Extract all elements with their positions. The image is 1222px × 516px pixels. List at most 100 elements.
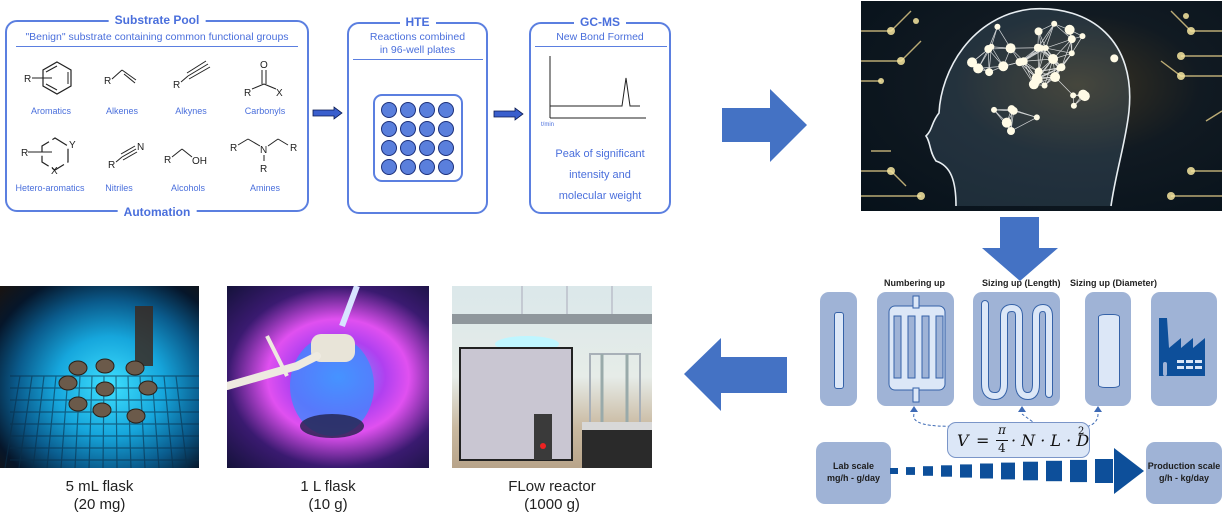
alkene-structure-icon: R [104,69,137,87]
arrow-dash [923,466,933,476]
neuron-node [1041,82,1048,89]
svg-text:R: R [260,164,267,175]
nitrile-structure-icon: R N [108,142,144,171]
factory-icon [1159,318,1205,376]
vial-cap [95,381,115,397]
gcms-subtitle: New Bond Formed [556,31,644,43]
formula-equals: = [976,431,990,450]
production-scale-title: Production scale [1147,461,1221,471]
arrow-dash [980,463,993,479]
arrow-dash [1023,461,1038,481]
caption-1l-amount: (10 g) [308,496,348,513]
neuron-node [1048,53,1059,64]
gcms-panel: GC-MS [529,15,671,214]
label-nitriles: Nitriles [105,183,133,193]
vial-cap [95,358,115,374]
wide-tube [1098,314,1120,388]
svg-text:Y: Y [69,140,76,151]
alkyne-structure-icon: R [173,60,211,91]
neuron-node [1042,45,1049,52]
chromatogram-plot [549,56,646,119]
lab-scale-rate: mg/h - g/day [826,473,880,483]
formula-fraction-bar [996,440,1008,441]
neuron-node [1057,63,1066,72]
hte-subtitle-line1: Reactions combined [369,31,466,43]
neuron-node [1015,58,1024,67]
formula-terms: · N · L · D [1011,431,1090,450]
gcms-desc-line1: Peak of significant [555,148,645,160]
caption-flow-reactor: FLow reactor (1000 g) [452,478,652,514]
numbering-up-label: Numbering up [884,278,945,288]
well [438,102,454,118]
neuron-node [973,63,984,74]
formula-lhs: V [957,431,969,450]
arrow-down-large-icon [982,217,1058,281]
formula-exponent: 2 [1078,426,1085,437]
svg-text:R: R [21,148,28,159]
well [400,140,416,156]
purple-led-reactor-illustration [227,286,374,438]
gcms-desc-line2: intensity and [569,169,631,181]
neuron-node [1007,105,1016,114]
substrate-divider [16,46,298,47]
blue-led-reactor-illustration [4,306,199,468]
neuron-node [1070,92,1077,99]
neuron-node [1038,45,1045,52]
well [381,159,397,175]
svg-text:X: X [276,88,283,99]
caption-flow-title: FLow reactor [508,478,596,495]
arrow-right-small-icon [312,106,343,120]
svg-text:R: R [230,143,237,154]
svg-text:R: R [244,88,251,99]
benzene-structure-icon: R [24,61,72,95]
numbering-up-reactor [877,292,954,406]
svg-text:OH: OH [192,156,207,167]
volume-formula-box: V = π 4 · N · L · D 2 [947,422,1090,458]
caption-5ml-title: 5 mL flask [65,478,134,495]
vial-cap [92,402,112,418]
svg-text:R: R [173,80,180,91]
automation-label: Automation [117,205,197,219]
neuron-node [967,57,978,68]
vial-cap [68,396,88,412]
alcohol-structure-icon: R OH [164,148,207,167]
label-hetero-aromatics: Hetero-aromatics [15,183,85,193]
vial-cap [125,360,145,376]
arrow-dash [1046,460,1062,482]
flow-reactor-illustration [452,286,652,468]
caption-1l-flask: 1 L flask (10 g) [227,478,429,514]
production-plant-panel [1151,292,1217,406]
label-alkenes: Alkenes [105,106,139,116]
heteroaromatic-structure-icon: R Y X [21,137,76,176]
well [400,159,416,175]
substrate-pool-subtitle: "Benign" substrate containing common fun… [25,31,289,43]
arrow-dash [906,467,915,475]
arrow-dash [1095,459,1113,483]
vial-cap [126,408,146,424]
caption-5ml-amount: (20 mg) [73,496,126,513]
neuron-node [1031,73,1042,84]
formula-numerator: π [998,423,1006,437]
well [438,140,454,156]
vial-cap [68,360,88,376]
label-amines: Amines [249,183,280,193]
neuron-node [1034,67,1043,76]
arrow-dash [941,465,952,477]
carbonyl-structure-icon: O R X [244,60,283,99]
formula-denominator: 4 [998,441,1006,455]
well-grid [381,102,454,175]
neuron-node [1001,117,1012,128]
parallel-channels-icon [888,295,946,403]
substrate-pool-panel: Substrate Pool Automation [5,13,309,219]
hte-divider [353,59,483,60]
neuron-node [1070,102,1077,109]
neuron-node [1079,33,1086,40]
neuron-node [998,61,1009,72]
gcms-desc-line3: molecular weight [558,190,642,202]
label-alcohols: Alcohols [170,183,206,193]
caption-flow-amount: (1000 g) [524,496,580,513]
label-aromatics: Aromatics [30,106,71,116]
sizing-up-length-reactor [973,292,1060,406]
neuron-node [985,68,994,77]
svg-text:R: R [108,160,115,171]
